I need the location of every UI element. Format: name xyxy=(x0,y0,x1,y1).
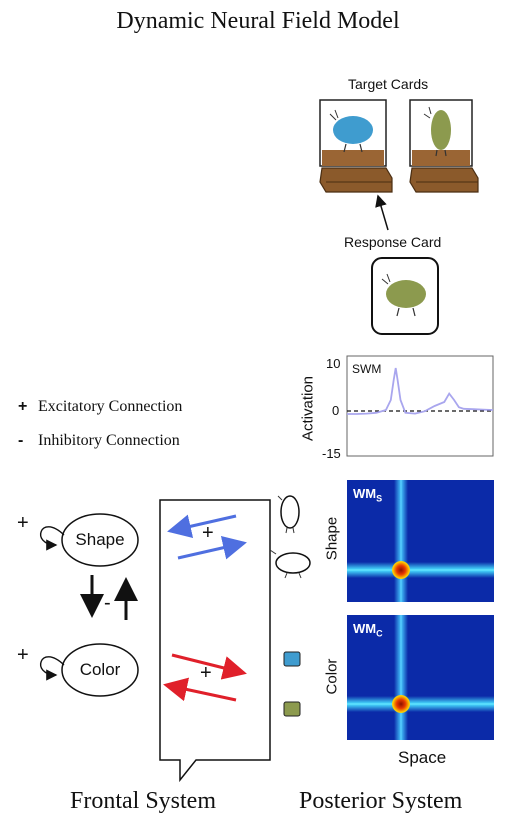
wm-shape-label: WMS xyxy=(353,486,382,504)
shape-self-loop xyxy=(39,526,65,551)
tall-shape-icon xyxy=(277,495,300,534)
wide-shape-icon xyxy=(269,549,311,579)
response-arrow xyxy=(375,194,389,231)
color-node xyxy=(61,643,139,697)
connection-callout-box xyxy=(159,499,271,783)
wm-color-axis-label: Color xyxy=(323,658,341,695)
green-creature-icon xyxy=(386,280,426,308)
red-arrow-right xyxy=(171,653,247,680)
legend-inhibitory: -Inhibitory Connection xyxy=(18,432,180,450)
wm-shape-label-sub: S xyxy=(376,493,383,504)
color-self-plus: + xyxy=(17,644,29,666)
color-node-label: Color xyxy=(79,660,121,679)
blue-arrow-right xyxy=(177,535,247,560)
legend-inhibitory-symbol: - xyxy=(18,432,24,449)
shape-node xyxy=(61,513,139,567)
callout-top-plus: + xyxy=(202,522,214,544)
wm-shape-axis-label: Shape xyxy=(323,516,341,561)
swm-series xyxy=(347,367,494,415)
swm-plot-frame xyxy=(346,355,494,457)
footer-posterior: Posterior System xyxy=(299,788,463,814)
red-arrow-left xyxy=(163,677,237,702)
callout-bottom-plus: + xyxy=(200,662,212,684)
response-card xyxy=(371,257,439,335)
swm-ytick-top: 10 xyxy=(326,356,341,371)
legend-excitatory-text: Excitatory Connection xyxy=(38,398,183,415)
swm-ytick-bottom: -15 xyxy=(322,446,341,461)
shape-node-label: Shape xyxy=(75,530,125,549)
green-color-swatch-icon xyxy=(283,701,301,717)
target-card-green xyxy=(409,99,479,193)
space-axis-label: Space xyxy=(398,748,447,767)
swm-activation-line xyxy=(347,367,494,415)
wm-color-label-sub: C xyxy=(376,628,383,639)
color-self-loop xyxy=(39,656,65,681)
wm-color-heatmap: WMC xyxy=(347,615,494,740)
swm-ytick-mid: 0 xyxy=(332,403,340,418)
blue-color-swatch-icon xyxy=(283,651,301,667)
legend-inhibitory-text: Inhibitory Connection xyxy=(38,432,180,449)
swm-ylabel: Activation xyxy=(299,375,317,442)
legend-excitatory-symbol: + xyxy=(18,398,28,415)
wm-color-label: WMC xyxy=(353,621,383,639)
blue-creature-icon xyxy=(333,116,373,144)
wm-shape-heatmap: WMS xyxy=(347,480,494,602)
inhibit-sign: - xyxy=(104,592,111,614)
blue-arrow-left xyxy=(167,514,237,539)
response-card-label: Response Card xyxy=(344,234,442,250)
figure-title: Dynamic Neural Field Model xyxy=(116,8,400,34)
target-card-blue xyxy=(319,99,393,193)
green-tall-creature-icon xyxy=(431,110,451,150)
legend-excitatory: + Excitatory Connection xyxy=(18,398,182,416)
target-cards-label: Target Cards xyxy=(348,76,429,92)
footer-frontal: Frontal System xyxy=(70,788,217,814)
wm-color-label-main: WM xyxy=(353,621,377,636)
swm-panel-label: SWM xyxy=(352,362,382,376)
wm-shape-label-main: WM xyxy=(353,486,377,501)
shape-self-plus: + xyxy=(17,512,29,534)
